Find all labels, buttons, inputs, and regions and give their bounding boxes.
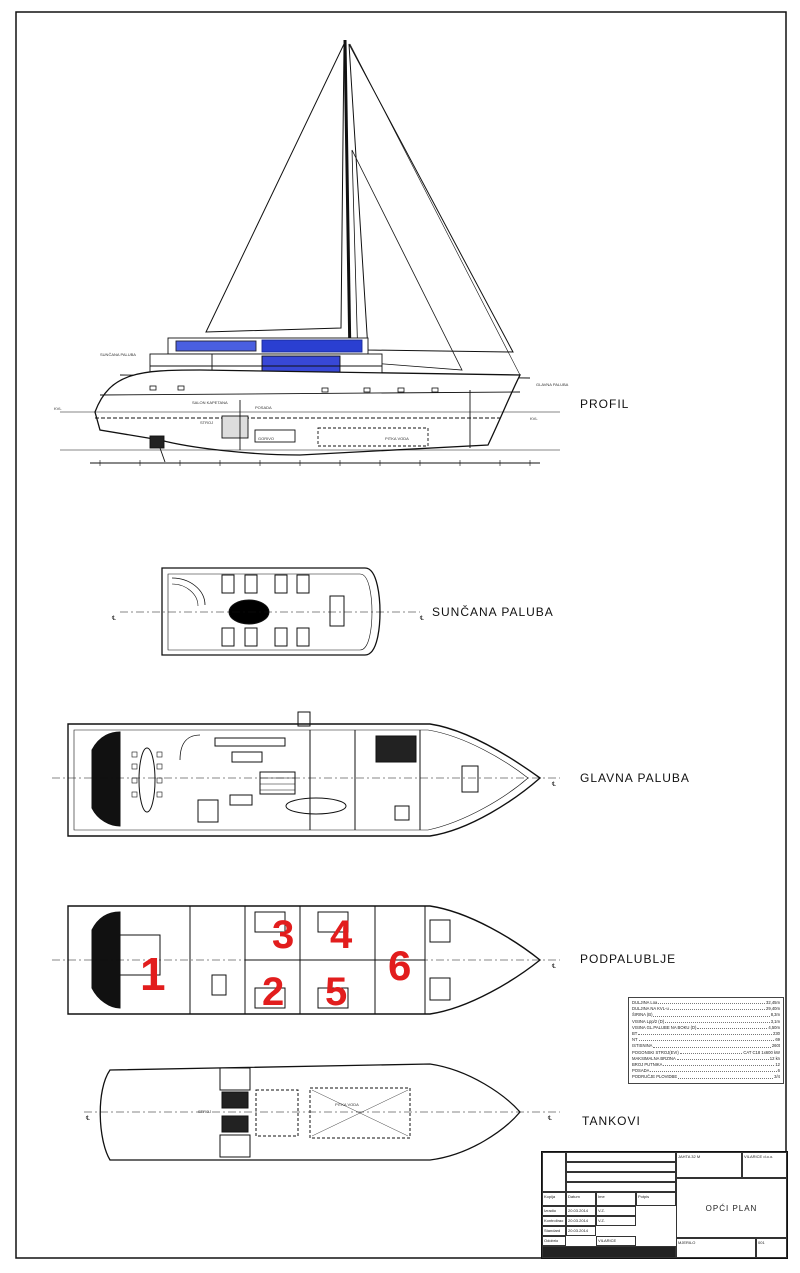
tb-logo-strip xyxy=(542,1246,676,1258)
profile-frame-ticks xyxy=(99,460,531,466)
profile-label-crew: POSADA xyxy=(255,405,272,410)
profile-label-main-deck: GLAVNA PALUBA xyxy=(536,382,569,387)
cabin-number-5: 5 xyxy=(325,970,347,1014)
centerline-tanks-right: ℄ xyxy=(547,1116,552,1122)
centerline-tanks-left: ℄ xyxy=(85,1116,90,1122)
cabin-number-6: 6 xyxy=(388,942,411,989)
tb-scale: MJERILO xyxy=(676,1238,756,1258)
profile-label-fuel: GORIVO xyxy=(258,436,274,441)
tb-company: VILARICE d.o.o. xyxy=(742,1152,787,1178)
cabin-number-3: 3 xyxy=(272,913,294,957)
tb-rev-row xyxy=(566,1172,676,1182)
tb-drawing-title: OPĆI PLAN xyxy=(676,1178,787,1238)
tb-row-label: Standard xyxy=(542,1226,566,1236)
view-label-tankovi: TANKOVI xyxy=(582,1114,641,1128)
view-label-podpalublje: PODPALUBLJE xyxy=(580,952,677,966)
tanks-plan xyxy=(84,1063,560,1161)
tb-header-date: Datum xyxy=(566,1192,596,1206)
centerline-lower-right: ℄ xyxy=(551,964,556,970)
centerline-sun-left: ℄ xyxy=(111,616,116,622)
tb-header-copy: Kopija xyxy=(542,1192,566,1206)
cabin-number-2: 2 xyxy=(262,970,284,1014)
sheet-border xyxy=(15,11,787,1259)
tb-rev-row xyxy=(566,1182,676,1192)
tb-row-label: Kontrolirao xyxy=(542,1216,566,1226)
view-label-suncana-paluba: SUNČANA PALUBA xyxy=(432,605,554,619)
tanks-label-engine: STROJ xyxy=(198,1109,211,1114)
spec-row: VISINA GL.PALUBE NA BOKU (D)4,50m xyxy=(632,1024,780,1030)
profile-label-water: PITKA VODA xyxy=(385,436,409,441)
cabin-number-4: 4 xyxy=(330,913,353,957)
tb-header-sign: Potpis xyxy=(636,1192,676,1206)
tb-row-date: 20.03.2014 xyxy=(566,1216,596,1226)
cabin-numbers: 1 2 3 4 5 6 xyxy=(140,913,411,1014)
tanks-label-water: PITKA VODA xyxy=(335,1102,359,1107)
spec-row: ŠIRINA (B)8,3m xyxy=(632,1012,780,1018)
profile-label-kvl-left: KVL xyxy=(54,406,62,411)
profile-label-kvl-right: KVL xyxy=(530,416,538,421)
tb-row-date: 20.03.2014 xyxy=(566,1206,596,1216)
spec-row: VISINA Lpp/2 (D)3,1m xyxy=(632,1018,780,1024)
tb-vessel: JAHTA 32 M xyxy=(676,1152,742,1178)
title-block: JAHTA 32 M VILARICE d.o.o. Kopija Datum … xyxy=(541,1151,788,1259)
tb-row-name: VILARICE xyxy=(596,1236,636,1246)
profile-label-engine: STROJ xyxy=(200,420,213,425)
tb-row-date: 20.03.2014 xyxy=(566,1226,596,1236)
tb-header-name: Ime xyxy=(596,1192,636,1206)
view-label-profil: PROFIL xyxy=(580,397,630,411)
view-label-glavna-paluba: GLAVNA PALUBA xyxy=(580,771,690,785)
profile-view xyxy=(60,39,560,464)
tb-row-name: V.Z. xyxy=(596,1206,636,1216)
tb-row-label: Odobrio xyxy=(542,1236,566,1246)
centerline-main-right: ℄ xyxy=(551,782,556,788)
spec-row: POGONSKI STROJ(EVI)CAT C18 1x600 kW xyxy=(632,1049,780,1055)
tb-rev-row xyxy=(566,1162,676,1172)
main-deck-plan xyxy=(52,711,560,837)
tb-rev-col xyxy=(542,1152,566,1192)
tb-drawing-number: 001 xyxy=(756,1238,787,1258)
tb-row-label: Izradio xyxy=(542,1206,566,1216)
sun-deck-plan xyxy=(120,567,420,656)
lower-deck-plan xyxy=(52,905,560,1015)
centerline-sun-right: ℄ xyxy=(419,616,424,622)
cabin-number-1: 1 xyxy=(140,948,166,1000)
tb-rev-row xyxy=(566,1152,676,1162)
profile-label-salon: SALON KAPETANA xyxy=(192,400,228,405)
profile-label-sun-deck: SUNČANA PALUBA xyxy=(100,352,136,357)
tb-row-name: V.Z. xyxy=(596,1216,636,1226)
